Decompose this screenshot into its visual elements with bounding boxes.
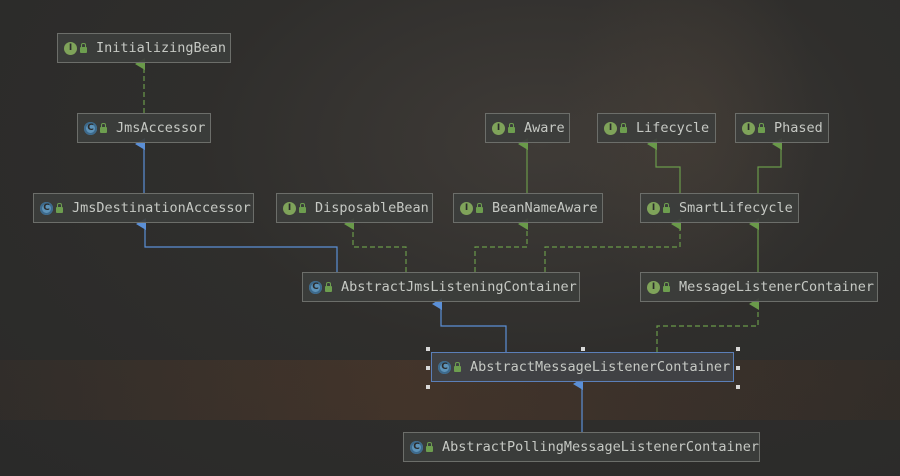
edge-abstractjmslisteningcontainer-disposablebean [344, 218, 407, 272]
node-abstract-polling-message-listener-container[interactable]: C AbstractPollingMessageListenerContaine… [403, 432, 760, 462]
edge-abstractjmslisteningcontainer-beannameaware [474, 218, 528, 272]
lock-icon [663, 282, 670, 292]
edge-smartlifecycle-phased [757, 138, 782, 193]
edge-abstractjmslisteningcontainer-smartlifecycle [544, 218, 681, 272]
abstract-class-icon: C [438, 360, 451, 374]
selection-handle-bottom-left[interactable] [426, 385, 430, 389]
selection-handle-middle-right[interactable] [736, 366, 740, 370]
node-label: Lifecycle [636, 120, 710, 136]
lock-icon [325, 282, 332, 292]
lock-icon [508, 123, 515, 133]
node-abstract-jms-listening-container[interactable]: C AbstractJmsListeningContainer [302, 272, 580, 302]
abstract-class-icon: C [309, 280, 322, 294]
lock-icon [454, 362, 461, 372]
lock-icon [426, 442, 433, 452]
node-abstract-message-listener-container[interactable]: C AbstractMessageListenerContainer [431, 352, 734, 382]
edge-abstractmessagelistenercontainer-abstractjmslisteningcontainer [432, 298, 507, 352]
interface-icon: I [742, 121, 755, 135]
lock-icon [299, 203, 306, 213]
node-phased[interactable]: I Phased [735, 113, 829, 143]
node-bean-name-aware[interactable]: I BeanNameAware [453, 193, 603, 223]
node-label: AbstractPollingMessageListenerContainer [442, 439, 759, 455]
node-jms-accessor[interactable]: C JmsAccessor [77, 113, 211, 143]
node-label: Phased [774, 120, 823, 136]
edge-abstractmessagelistenercontainer-messagelistenercontainer [656, 298, 759, 352]
node-lifecycle[interactable]: I Lifecycle [597, 113, 716, 143]
interface-icon: I [283, 201, 296, 215]
node-smart-lifecycle[interactable]: I SmartLifecycle [640, 193, 799, 223]
selection-handle-top-left[interactable] [426, 347, 430, 351]
node-label: JmsDestinationAccessor [72, 200, 251, 216]
abstract-class-icon: C [84, 121, 97, 135]
interface-icon: I [647, 280, 660, 294]
node-label: MessageListenerContainer [679, 279, 875, 295]
node-message-listener-container[interactable]: I MessageListenerContainer [640, 272, 878, 302]
lock-icon [620, 123, 627, 133]
node-disposable-bean[interactable]: I DisposableBean [276, 193, 433, 223]
node-label: SmartLifecycle [679, 200, 793, 216]
abstract-class-icon: C [410, 440, 423, 454]
edge-abstractjmslisteningcontainer-jmsdestinationaccessor [136, 218, 338, 272]
node-initializing-bean[interactable]: I InitializingBean [57, 33, 231, 63]
node-jms-destination-accessor[interactable]: C JmsDestinationAccessor [33, 193, 254, 223]
selection-handle-top-right[interactable] [736, 347, 740, 351]
node-label: BeanNameAware [492, 200, 598, 216]
node-label: DisposableBean [315, 200, 429, 216]
selection-handle-bottom-right[interactable] [736, 385, 740, 389]
interface-icon: I [604, 121, 617, 135]
lock-icon [758, 123, 765, 133]
node-label: AbstractMessageListenerContainer [470, 359, 731, 375]
node-label: JmsAccessor [116, 120, 206, 136]
lock-icon [80, 43, 87, 53]
node-aware[interactable]: I Aware [485, 113, 570, 143]
interface-icon: I [460, 201, 473, 215]
abstract-class-icon: C [40, 201, 53, 215]
interface-icon: I [64, 41, 77, 55]
selection-handle-middle-left[interactable] [426, 366, 430, 370]
lock-icon [100, 123, 107, 133]
interface-icon: I [492, 121, 505, 135]
lock-icon [663, 203, 670, 213]
lock-icon [476, 203, 483, 213]
edge-smartlifecycle-lifecycle [647, 138, 681, 193]
lock-icon [56, 203, 63, 213]
selection-handle-top-middle[interactable] [581, 347, 585, 351]
node-label: AbstractJmsListeningContainer [341, 279, 577, 295]
node-label: Aware [524, 120, 565, 136]
node-label: InitializingBean [96, 40, 227, 56]
interface-icon: I [647, 201, 660, 215]
